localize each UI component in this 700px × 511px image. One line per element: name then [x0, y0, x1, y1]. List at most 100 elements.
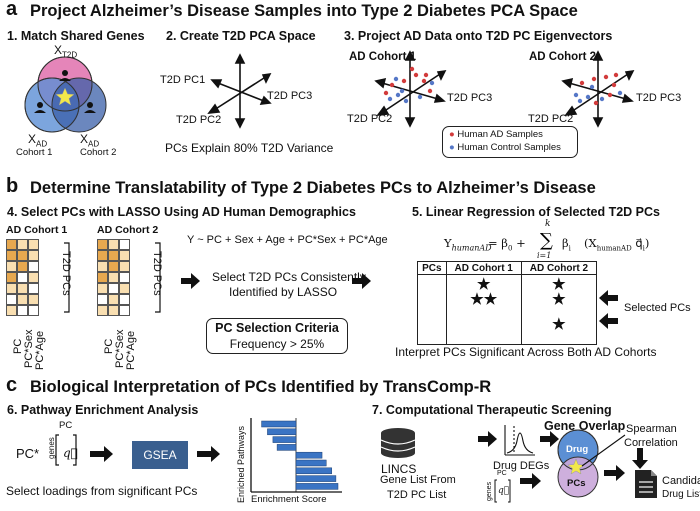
candidate-label-1: Candidate [662, 475, 700, 487]
projected-sample-dot [591, 76, 597, 82]
lasso-grid-cell [28, 250, 39, 261]
pca-variance-caption: PCs Explain 80% T2D Variance [165, 141, 334, 155]
regression-x: (XhumanAD q⃗i) [584, 236, 650, 253]
gsea-box: GSEA [132, 441, 188, 469]
enrichment-bar [261, 420, 297, 428]
select-text-line1: Select T2D PCs Consistently [212, 270, 366, 284]
spearman-label-2: Correlation [624, 437, 678, 449]
enrichment-bars [261, 420, 339, 490]
lasso-grid-cell [6, 272, 17, 283]
grid2-col-pcage: PC*Age [125, 330, 137, 370]
sigma-symbol: ∑ [540, 230, 553, 251]
interpret-caption: Interpret PCs Significant Across Both AD… [395, 345, 657, 359]
select-loadings-caption: Select loadings from significant PCs [6, 484, 198, 498]
table-pcs-cell [417, 274, 447, 345]
database-icon [380, 428, 416, 458]
lasso-formula: Y ~ PC + Sex + Age + PC*Sex + PC*Age [187, 234, 388, 246]
criteria-box: PC Selection Criteria Frequency > 25% [206, 318, 348, 354]
lasso-grid-cell [6, 250, 17, 261]
sample-legend: ● Human AD Samples ● Human Control Sampl… [442, 126, 578, 158]
cohort2-pc3-label: T2D PC3 [636, 92, 682, 104]
table-row3-cohort1 [447, 317, 521, 332]
lasso-grid-cell [6, 239, 17, 250]
enrichment-bar [276, 444, 297, 451]
spearman-label-1: Spearman [626, 423, 677, 435]
gene-list-label-2: T2D PC List [387, 489, 447, 501]
venn-x-t2d: XT2D [54, 43, 78, 60]
lasso-grid-cell [97, 294, 108, 305]
enrichment-bar [295, 467, 332, 475]
lasso-grid-cohort2 [97, 239, 152, 316]
lasso-grid-cell [119, 283, 130, 294]
grid2-rows-label: T2D PCs [151, 251, 163, 296]
enrichment-bar [267, 428, 297, 436]
projected-sample-dot [399, 88, 405, 94]
lasso-grid-cell [28, 272, 39, 283]
enrichment-bar [295, 451, 323, 459]
selected-pcs-label: Selected PCs [624, 302, 691, 314]
lasso-grid-cell [17, 261, 28, 272]
projected-sample-dot [427, 88, 433, 94]
projected-sample-dot [573, 92, 579, 98]
enrichment-axes [250, 418, 342, 493]
regression-i: i=1 [537, 251, 552, 260]
pca-pc3-label: T2D PC3 [267, 90, 313, 102]
projected-sample-dot [599, 96, 605, 102]
lasso-grid-cell [97, 305, 108, 316]
spearman-pointer [581, 434, 626, 467]
lasso-grid-cell [97, 250, 108, 261]
projected-sample-dot [429, 80, 435, 86]
panel-c-letter: c [6, 374, 18, 396]
lasso-grid-cell [108, 239, 119, 250]
regression-beta: βi [562, 236, 571, 253]
lasso-grid-cell [28, 305, 39, 316]
lasso-grid-cell [6, 261, 17, 272]
lasso-grid-cell [17, 305, 28, 316]
venn-ad2-cohort: Cohort 2 [80, 147, 117, 158]
select-text-line2: Identified by LASSO [229, 285, 338, 299]
enrichment-score-label: Enrichment Score [251, 494, 327, 505]
lasso-grid-cell [119, 261, 130, 272]
selected-pcs-table: PCs AD Cohort 1 AD Cohort 2 ★ ★★ ★ ★ ★ [417, 261, 598, 345]
cohort1-pc2-label: T2D PC2 [347, 113, 393, 125]
step4-label: 4. Select PCs with LASSO Using AD Human … [7, 205, 356, 219]
pc-small-label: PC [59, 420, 73, 431]
table-row1-cohort1: ★ [476, 276, 491, 293]
panel-b-title: Determine Translatability of Type 2 Diab… [30, 179, 596, 197]
lasso-grid-cell [17, 272, 28, 283]
table-row1-cohort2: ★ [552, 276, 566, 293]
step6-label: 6. Pathway Enrichment Analysis [7, 403, 199, 417]
lasso-grid-cell [17, 294, 28, 305]
table-cohort2-cell: ★ ★ ★ [520, 274, 598, 345]
legend-ad-item: ● Human AD Samples [449, 129, 543, 140]
lasso-grid-cell [97, 239, 108, 250]
genes-label: genes [47, 437, 56, 459]
table-header-pcs: PCs [417, 261, 447, 275]
lasso-grid-cell [108, 294, 119, 305]
projected-sample-dot [383, 90, 389, 96]
document-icon [635, 470, 657, 498]
cohort2-title: AD Cohort 2 [529, 51, 597, 63]
projected-sample-dot [577, 98, 583, 104]
lasso-grid-cell [6, 294, 17, 305]
lasso-grid-cell [119, 250, 130, 261]
lasso-grid-cell [119, 305, 130, 316]
distribution-icon [504, 425, 535, 456]
gene-list-label-1: Gene List From [380, 474, 456, 486]
step7-label: 7. Computational Therapeutic Screening [372, 403, 612, 417]
regression-formula: YhumanAD [444, 236, 492, 253]
enrichment-bar [295, 459, 327, 467]
projected-sample-dot [617, 90, 623, 96]
table-header-cohort2: AD Cohort 2 [520, 261, 598, 275]
projected-sample-dot [403, 98, 409, 104]
enrichment-bar [295, 475, 337, 482]
b-cohort1-title: AD Cohort 1 [6, 224, 68, 236]
lasso-grid-cell [108, 305, 119, 316]
enrichment-bar [295, 483, 339, 490]
projected-sample-dot [401, 78, 407, 84]
grid1-col-pcage: PC*Age [34, 330, 46, 370]
projected-sample-dot [593, 100, 599, 106]
lasso-grid-cell [17, 250, 28, 261]
projected-sample-dot [413, 72, 419, 78]
step1-label: 1. Match Shared Genes [7, 29, 145, 43]
